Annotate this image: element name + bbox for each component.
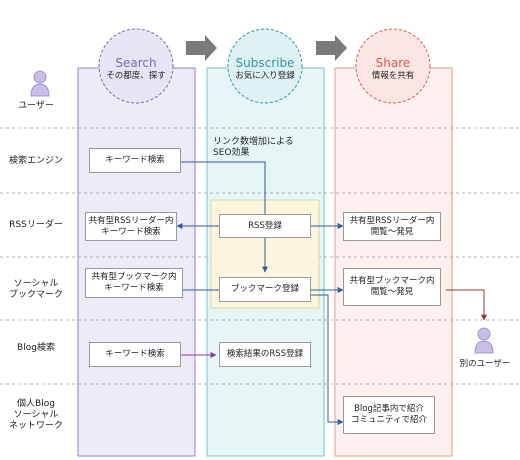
- red-connector: [446, 289, 487, 321]
- keyword-search-box-1: キーワード検索: [89, 148, 181, 173]
- subscribe-subtitle: お気に入り登録: [235, 71, 295, 81]
- search-subtitle: その都度、探す: [106, 71, 166, 81]
- arrow-subscribe-to-share: [316, 35, 347, 61]
- other-user-icon: [474, 327, 494, 354]
- subscribe-title: Subscribe: [235, 56, 295, 70]
- rss-register-box: RSS登録: [219, 214, 311, 238]
- search-result-rss-box: 検索結果のRSS登録: [219, 342, 311, 367]
- row-label-personal-blog: 個人Blog ソーシャル ネットワーク: [8, 399, 63, 431]
- blue-connectors: [174, 159, 344, 425]
- keyword-search-box-2: キーワード検索: [89, 342, 181, 367]
- share-subtitle: 情報を共有: [371, 71, 415, 81]
- bookmark-register-box: ブックマーク登録: [219, 277, 311, 302]
- subscribe-circle: [227, 28, 303, 104]
- subscribe-circle-label: Subscribe お気に入り登録: [225, 56, 305, 82]
- share-title: Share: [375, 56, 411, 70]
- search-lane: [77, 67, 196, 457]
- user-icon: [30, 70, 50, 97]
- row-label-search-engine: 検索エンジン: [8, 156, 63, 166]
- search-title: Search: [115, 56, 157, 70]
- row-label-rss-reader: RSSリーダー: [9, 220, 63, 230]
- search-circle-label: Search その都度、探す: [96, 56, 176, 82]
- row-label-blog-search: Blog検索: [17, 343, 55, 353]
- blog-intro-box: Blog記事内で紹介 コミュニティで紹介: [343, 396, 435, 434]
- other-user-label: 別のユーザー: [459, 359, 511, 369]
- row-label-user: ユーザー: [18, 101, 54, 111]
- arrow-search-to-subscribe: [186, 35, 217, 61]
- seo-annotation: リンク数増加による SEO効果: [213, 137, 294, 158]
- shared-rss-keyword-box: 共有型RSSリーダー内 キーワード検索: [85, 212, 177, 241]
- row-label-social-bookmark: ソーシャル ブックマーク: [8, 279, 63, 300]
- share-circle-label: Share 情報を共有: [353, 56, 433, 82]
- search-circle: [98, 28, 174, 104]
- shared-bookmark-keyword-box: 共有型ブックマーク内 キーワード検索: [85, 268, 183, 298]
- shared-rss-browse-box: 共有型RSSリーダー内 閲覧～発見: [343, 212, 441, 241]
- shared-bookmark-browse-box: 共有型ブックマーク内 閲覧～発見: [343, 268, 441, 306]
- share-circle: [355, 28, 431, 104]
